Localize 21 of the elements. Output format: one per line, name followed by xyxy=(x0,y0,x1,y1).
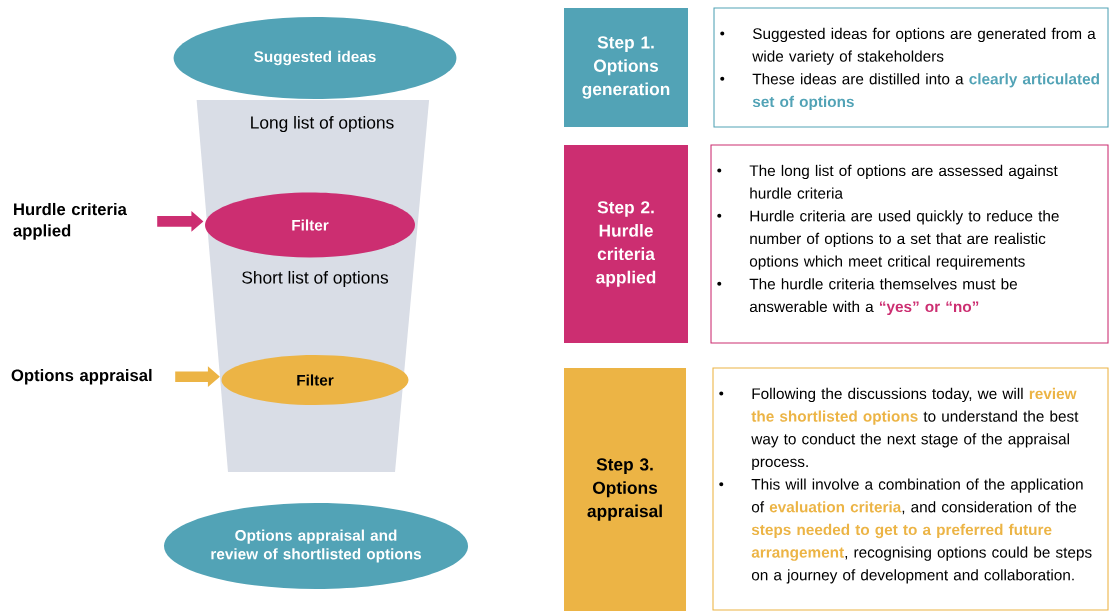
step-box: Step 2. Hurdle criteria applied xyxy=(564,145,688,343)
bullet-point: The hurdle criteria themselves must be answerable with a “yes” or “no” xyxy=(717,278,1017,316)
bullet-point: This will involve a combination of the application of evaluation criteria, and consideration of the steps needed to get to a preferred future arrangement, recognising options could be steps on a journey of development and collaboration. xyxy=(719,478,1092,584)
ellipse-label: Suggested ideas xyxy=(173,17,457,99)
step-box: Step 1. Options generation xyxy=(564,8,688,127)
stage-label: Long list of options xyxy=(251,115,394,133)
bullet-point: These ideas are distilled into a clearly articulated set of options xyxy=(720,73,1099,111)
stage-label: Short list of options xyxy=(242,270,389,288)
stage-label: Options appraisal xyxy=(11,368,152,385)
ellipse-label: Filter xyxy=(205,192,415,258)
bullet-point: Suggested ideas for options are generated from a wide variety of stakeholders xyxy=(720,27,1096,65)
bullet-point: Hurdle criteria are used quickly to reduce the number of options to a set that are realistic options which meet critical requirements xyxy=(717,210,1059,270)
bullet-point: Following the discussions today, we will review the shortlisted options to understand the best way to conduct the next stage of the appraisal process. xyxy=(719,387,1079,471)
text-box xyxy=(710,144,1109,344)
bullet-point: The long list of options are assessed against hurdle criteria xyxy=(717,164,1058,199)
step-box: Step 3. Options appraisal xyxy=(564,368,686,611)
ellipse-label: Filter xyxy=(221,355,409,405)
ellipse-label: Options appraisal and review of shortlisted options xyxy=(164,503,469,589)
stage-label: Hurdle criteria applied xyxy=(13,202,127,240)
text-box xyxy=(713,7,1109,128)
text-box xyxy=(712,367,1109,611)
